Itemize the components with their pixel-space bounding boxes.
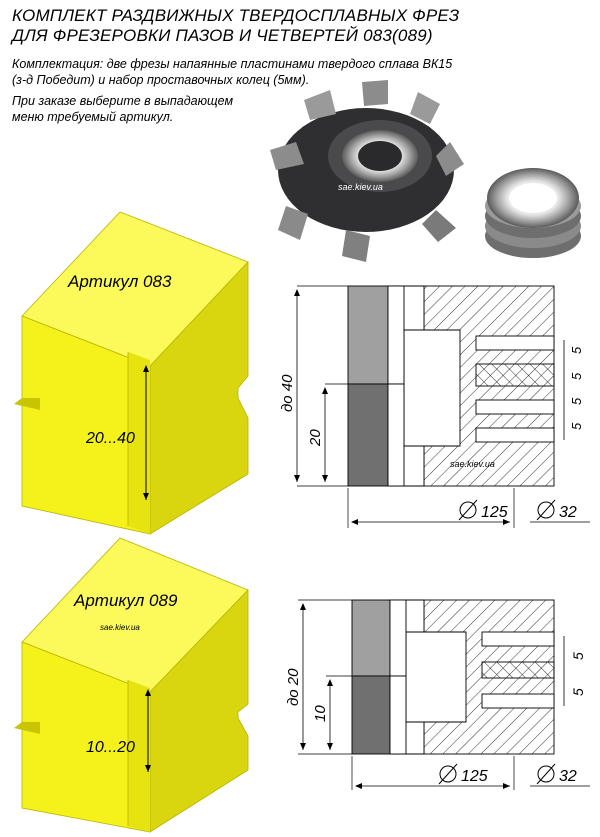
description-line-1: Комплектация: две фрезы напаянные пласти… [12, 57, 453, 71]
description-line-4: меню требуемый артикул. [12, 110, 174, 124]
block-083: Артикул 083 20...40 [14, 211, 249, 535]
drawing-089: до 20 10 5 5 125 32 [285, 599, 590, 790]
title-line-1: КОМПЛЕКТ РАЗДВИЖНЫХ ТВЕРДОСПЛАВНЫХ ФРЕЗ [12, 6, 460, 25]
block-083-label: Артикул 083 [67, 272, 172, 291]
block-089-range: 10...20 [86, 739, 135, 756]
dim-089-min: 10 [312, 705, 329, 722]
dim-089-dia-bore: 32 [559, 768, 577, 785]
cutter-photo: sae.kiev.ua [270, 80, 464, 262]
watermark: sae.kiev.ua [338, 182, 383, 192]
drawing-083: до 40 20 5 5 5 5 sae.kiev.ua 125 32 [279, 285, 590, 528]
dim-083-max: до 40 [279, 374, 296, 412]
dim-083-ring-3: 5 [569, 397, 584, 405]
title-line-2: ДЛЯ ФРЕЗЕРОВКИ ПАЗОВ И ЧЕТВЕРТЕЙ 083(089… [12, 26, 433, 45]
description-line-3: При заказе выберите в выпадающем [12, 94, 234, 108]
block-089-watermark: sae.kiev.ua [100, 623, 140, 632]
drawing-083-watermark: sae.kiev.ua [450, 459, 495, 469]
block-089: Артикул 089 sae.kiev.ua 10...20 [14, 537, 249, 833]
dim-089-dia-outer: 125 [461, 768, 488, 785]
dim-089-ring-2: 5 [570, 688, 586, 696]
dim-083-min: 20 [307, 429, 324, 447]
dim-083-dia-bore: 32 [559, 504, 577, 521]
block-083-range: 20...40 [85, 430, 135, 447]
dim-083-dia-outer: 125 [481, 504, 508, 521]
dim-089-max: до 20 [285, 668, 302, 706]
description-line-2: (з-д Победит) и набор проставочных колец… [12, 73, 310, 87]
dim-083-ring-1: 5 [569, 346, 584, 354]
block-089-label: Артикул 089 [73, 591, 178, 610]
dim-089-ring-1: 5 [570, 652, 586, 660]
rings-photo [485, 168, 581, 258]
dim-083-ring-2: 5 [569, 372, 584, 380]
dim-083-ring-4: 5 [569, 422, 584, 430]
